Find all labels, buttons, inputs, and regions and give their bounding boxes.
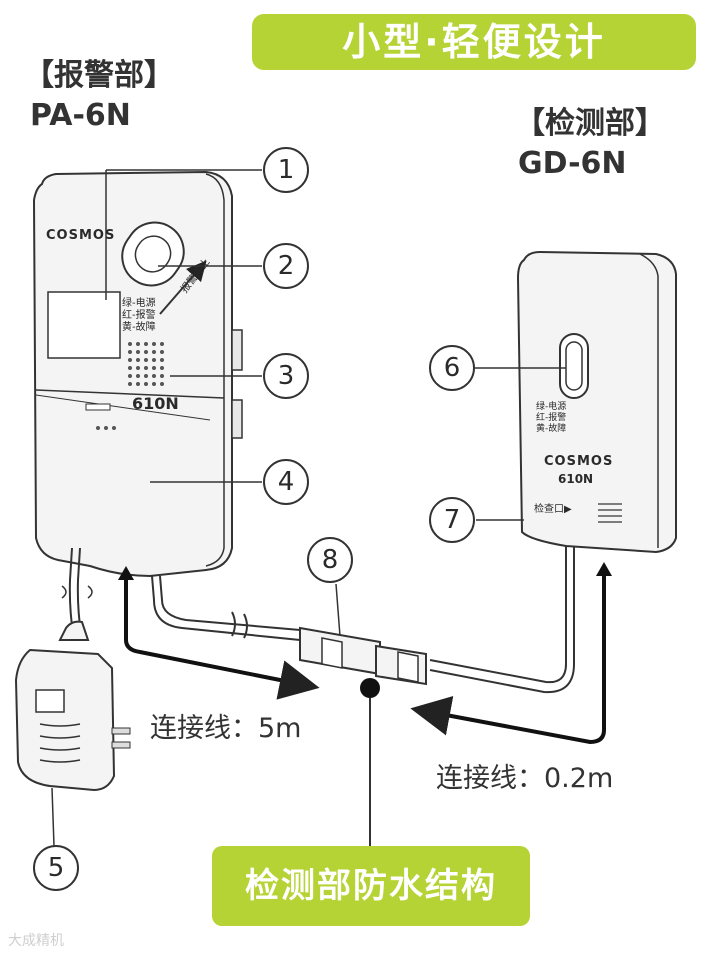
alarm-unit-body: [32, 170, 243, 578]
callout-circles: [33, 147, 475, 891]
detector-unit-model: GD-6N: [518, 146, 627, 181]
cable-long-label: 连接线：5m: [150, 713, 302, 744]
alarm-model-number: 610N: [132, 394, 179, 413]
callout-2: 2: [277, 251, 295, 281]
callout-5: 5: [47, 853, 65, 883]
callout-3: 3: [277, 361, 295, 391]
cable-short-label: 连接线：0.2m: [436, 763, 614, 794]
flow-arrows: [124, 572, 606, 745]
callout-7: 7: [443, 505, 461, 535]
power-adapter: [14, 620, 131, 847]
alarm-unit-label: 【报警部】: [24, 58, 174, 93]
waterproof-label: 检测部防水结构: [245, 866, 497, 906]
alarm-status-line-1: 绿-电源: [122, 298, 156, 309]
alarm-unit-model: PA-6N: [30, 98, 131, 133]
detector-brand-logo: COSMOS: [544, 454, 614, 469]
alarm-brand-logo: COSMOS: [46, 228, 116, 243]
detector-unit-body: [516, 250, 677, 554]
waterproof-banner: 检测部防水结构: [212, 846, 530, 926]
detector-unit-label: 【检测部】: [515, 106, 665, 141]
watermark: 大成精机: [8, 933, 64, 949]
callout-4: 4: [277, 467, 295, 497]
detector-status-line-3: 黄-故障: [536, 424, 567, 434]
callout-8: 8: [321, 545, 339, 575]
title-banner: 小型·轻便设计: [252, 14, 696, 70]
diagram-title: 小型·轻便设计: [342, 20, 606, 64]
alarm-status-line-3: 黄-故障: [122, 322, 156, 333]
callout-6: 6: [443, 353, 461, 383]
connector: [299, 626, 427, 846]
detector-port-label: 检查口▶: [534, 504, 572, 515]
alarm-status-line-2: 红-报警: [122, 310, 156, 321]
detector-model-number: 610N: [558, 472, 594, 486]
detector-status-line-1: 绿-电源: [536, 402, 567, 412]
callout-1: 1: [277, 155, 295, 185]
detector-status-line-2: 红-报警: [536, 413, 567, 423]
